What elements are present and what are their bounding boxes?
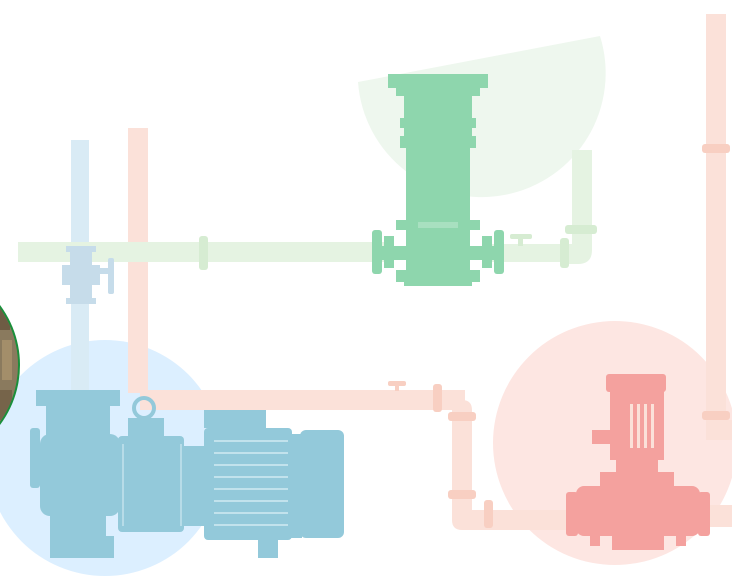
- green-highlight-circle: [358, 36, 606, 197]
- red-pipe-horizontal: [140, 390, 465, 410]
- red-pipe-right: [706, 14, 726, 434]
